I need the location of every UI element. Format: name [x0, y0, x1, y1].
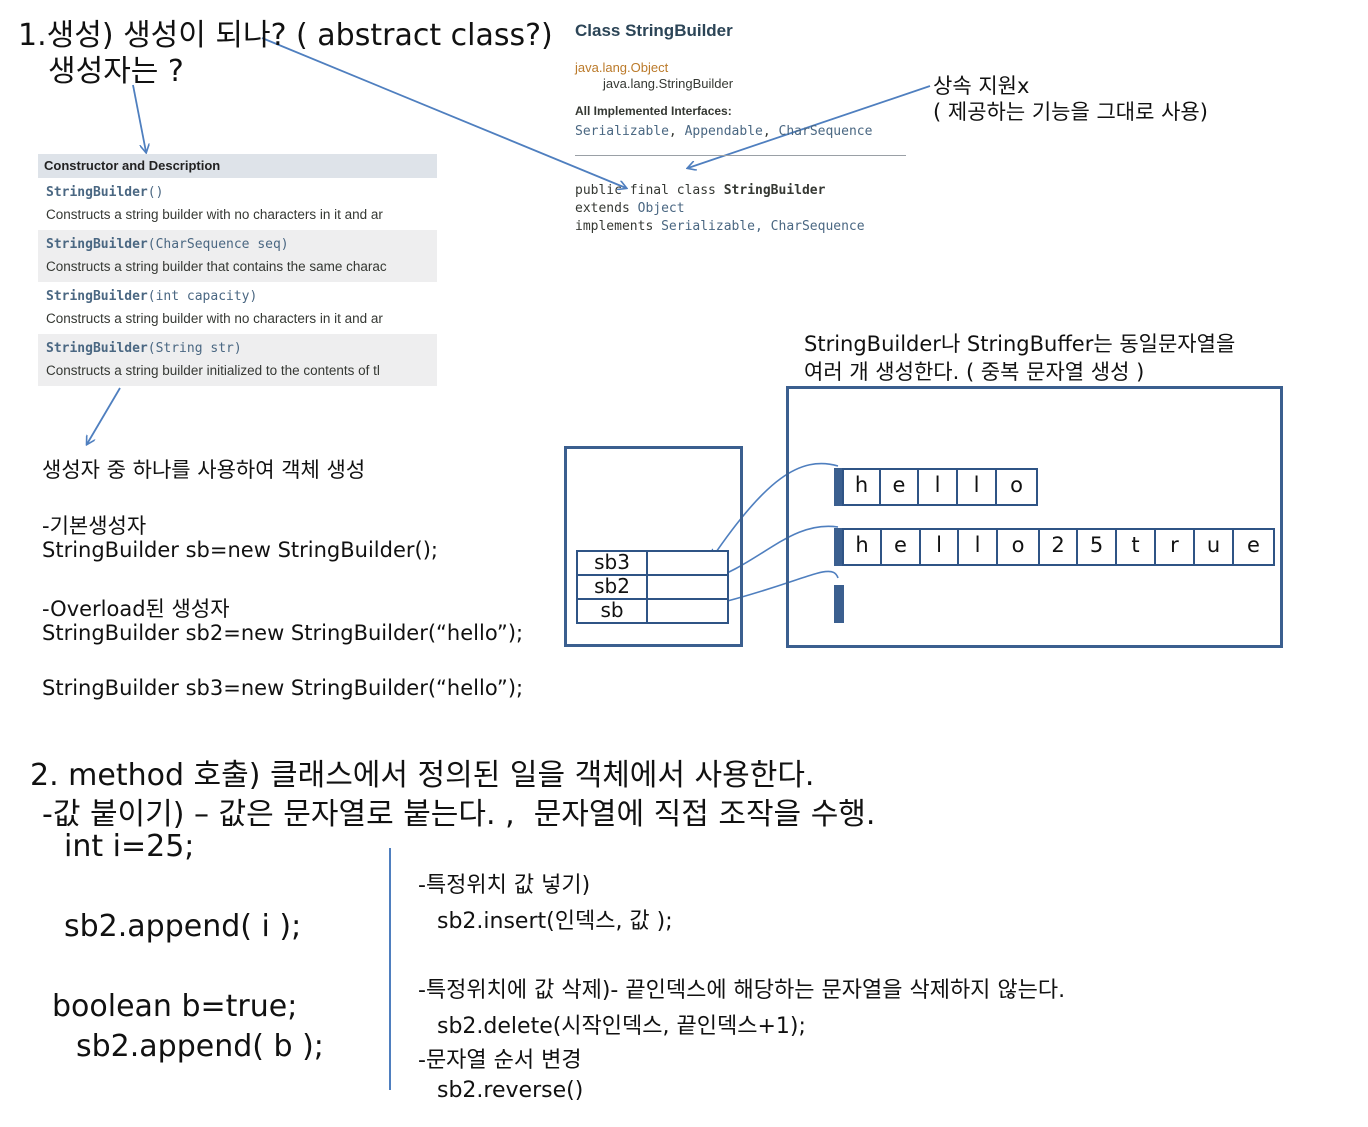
insert-code: sb2.insert(인덱스, 값 ); — [437, 909, 673, 934]
char-cell: t — [1115, 528, 1156, 566]
arrow-question-to-declaration — [261, 37, 626, 188]
ref-value-cell — [646, 574, 729, 600]
memory-caption-line2: 여러 개 생성한다. ( 중복 문자열 생성 ) — [804, 360, 1145, 384]
arrow-table-to-usage — [87, 387, 121, 444]
insert-label: -특정위치 값 넣기) — [418, 873, 591, 898]
constructor-table: Constructor and Description StringBuilde… — [38, 154, 437, 386]
constructor-desc: Constructs a string builder with no char… — [46, 207, 383, 222]
sb3-constructor-code: StringBuilder sb3=new StringBuilder(“hel… — [42, 676, 524, 700]
interface-link[interactable]: CharSequence — [778, 124, 873, 139]
hierarchy-child: java.lang.StringBuilder — [603, 76, 734, 91]
char-cell: o — [996, 528, 1040, 566]
char-cell: l — [919, 528, 959, 566]
constructor-desc: Constructs a string builder with no char… — [46, 311, 383, 326]
ref-name-sb2: sb2 — [594, 574, 630, 598]
buffer-start-marker — [834, 468, 844, 506]
code-int-declaration: int i=25; — [64, 829, 195, 864]
inheritance-note-line1: 상속 지원x — [933, 74, 1030, 98]
constructor-link[interactable]: StringBuilder — [46, 185, 148, 200]
heading-question-line2: 생성자는 ? — [48, 54, 184, 89]
char-cell: h — [842, 468, 881, 506]
char-cell: l — [956, 468, 997, 506]
declaration-line2: extends Object — [575, 201, 685, 216]
default-constructor-code: StringBuilder sb=new StringBuilder(); — [42, 538, 438, 562]
arrow-inheritance-to-interfaces — [688, 85, 931, 168]
constructor-desc: Constructs a string builder that contain… — [46, 259, 387, 274]
char-cell: e — [880, 528, 921, 566]
constructor-table-header: Constructor and Description — [38, 154, 437, 178]
memory-caption-line1: StringBuilder나 StringBuffer는 동일문자열을 — [804, 332, 1236, 356]
arrow-constructor-to-table — [132, 84, 146, 152]
char-cell: 5 — [1076, 528, 1117, 566]
char-cell: o — [995, 468, 1038, 506]
overload-constructor-label: -Overload된 생성자 — [42, 597, 230, 621]
ref-name-cell: sb — [576, 598, 648, 624]
char-cell: e — [879, 468, 919, 506]
constructor-row: StringBuilder() Constructs a string buil… — [38, 178, 437, 230]
delete-code: sb2.delete(시작인덱스, 끝인덱스+1); — [437, 1014, 806, 1039]
declaration-line1: public final class StringBuilder — [575, 183, 826, 198]
class-title: Class StringBuilder — [575, 21, 733, 40]
char-cell: h — [842, 528, 882, 566]
code-append-int: sb2.append( i ); — [64, 909, 302, 944]
constructor-link[interactable]: StringBuilder — [46, 237, 148, 252]
ref-name-cell: sb3 — [576, 550, 648, 576]
reverse-label: -문자열 순서 변경 — [418, 1048, 582, 1073]
append-description: -값 붙이기) – 값은 문자열로 붙는다. , 문자열에 직접 조작을 수행. — [42, 797, 876, 832]
delete-label: -특정위치에 값 삭제)- 끝인덱스에 해당하는 문자열을 삭제하지 않는다. — [418, 978, 1066, 1003]
char-cell: l — [957, 528, 998, 566]
inheritance-note-line2: ( 제공하는 기능을 그대로 사용) — [933, 100, 1208, 124]
reverse-code: sb2.reverse() — [437, 1078, 584, 1103]
ref-value-cell — [646, 598, 729, 624]
interfaces-label: All Implemented Interfaces: — [575, 104, 732, 118]
section2-title: 2. method 호출) 클래스에서 정의된 일을 객체에서 사용한다. — [30, 758, 815, 793]
char-cell: l — [917, 468, 958, 506]
constructor-desc: Constructs a string builder initialized … — [46, 363, 380, 378]
constructor-row: StringBuilder(String str) Constructs a s… — [38, 334, 437, 386]
empty-buffer-marker — [834, 585, 844, 623]
implements-links[interactable]: Serializable, CharSequence — [661, 219, 865, 234]
ref-name-sb3: sb3 — [594, 550, 630, 574]
interfaces-list: Serializable, Appendable, CharSequence — [575, 124, 873, 139]
constructor-link[interactable]: StringBuilder — [46, 341, 148, 356]
constructor-row: StringBuilder(int capacity) Constructs a… — [38, 282, 437, 334]
overload-constructor-code: StringBuilder sb2=new StringBuilder(“hel… — [42, 621, 524, 645]
ref-name-cell: sb2 — [576, 574, 648, 600]
interface-link[interactable]: Appendable — [684, 124, 763, 139]
object-link[interactable]: Object — [637, 201, 685, 216]
arrow-buffer1-to-sb3 — [712, 462, 839, 558]
code-boolean-declaration: boolean b=true; — [52, 989, 298, 1024]
ref-value-cell — [646, 550, 729, 576]
char-cell: e — [1232, 528, 1275, 566]
buffer-start-marker — [834, 528, 844, 566]
ref-name-sb: sb — [600, 598, 624, 622]
heap-box — [786, 386, 1283, 648]
stack-frame-box — [564, 446, 743, 647]
default-constructor-label: -기본생성자 — [42, 514, 147, 538]
char-cell: 2 — [1038, 528, 1078, 566]
constructor-row: StringBuilder(CharSequence seq) Construc… — [38, 230, 437, 282]
usage-intro: 생성자 중 하나를 사용하여 객체 생성 — [42, 458, 366, 482]
hierarchy-parent: java.lang.Object — [575, 60, 669, 75]
constructor-link[interactable]: StringBuilder — [46, 289, 148, 304]
code-append-boolean: sb2.append( b ); — [76, 1029, 324, 1064]
char-cell: r — [1154, 528, 1195, 566]
char-cell: u — [1193, 528, 1234, 566]
declaration-line3: implements Serializable, CharSequence — [575, 219, 865, 234]
javadoc-divider — [575, 155, 906, 156]
interface-link[interactable]: Serializable — [575, 124, 669, 139]
heading-question-line1: 1.생성) 생성이 되나? ( abstract class?) — [18, 18, 553, 53]
